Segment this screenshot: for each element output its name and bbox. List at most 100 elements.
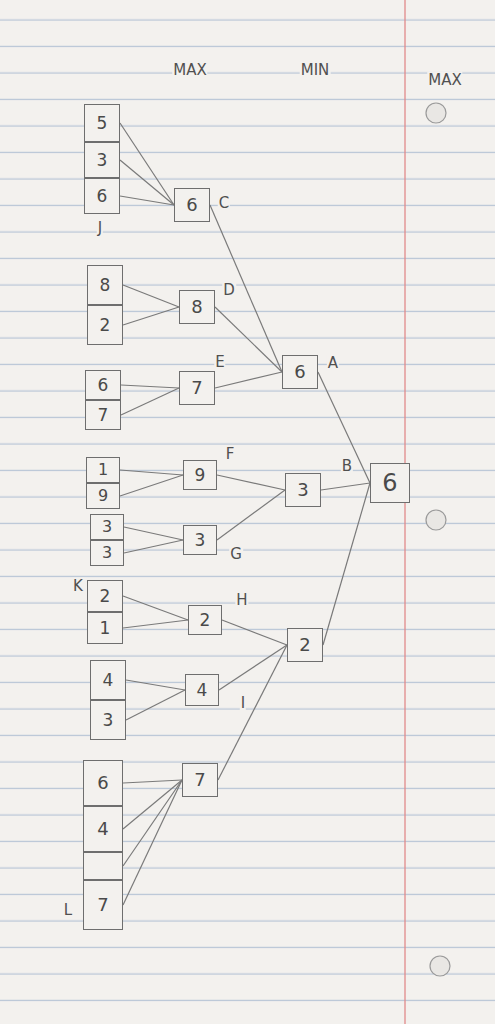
node-letter: L (63, 902, 73, 919)
node-value: 2 (299, 636, 310, 654)
node-letter: D (222, 282, 236, 299)
punch-hole (430, 956, 450, 976)
node-value: 7 (97, 896, 108, 914)
tree-edge (123, 780, 182, 905)
tree-node: 8 (179, 290, 215, 324)
node-value: 3 (102, 545, 112, 561)
level-label: MIN (300, 62, 331, 79)
node-value: 4 (97, 820, 108, 838)
node-value: 6 (382, 471, 397, 495)
leaf-cell: 7 (83, 880, 123, 930)
node-letter: E (214, 354, 225, 371)
leaf-cell: 1 (87, 612, 123, 644)
node-value: 6 (294, 363, 305, 381)
tree-edge (126, 680, 185, 690)
node-value: 1 (100, 620, 111, 637)
leaf-cell: 6 (84, 178, 120, 214)
leaf-cell: 4 (90, 660, 126, 700)
node-value: 6 (97, 774, 108, 792)
node-value: 5 (97, 115, 108, 132)
leaf-cell: 6 (83, 760, 123, 806)
tree-edge (120, 470, 183, 475)
node-value: 4 (103, 672, 114, 689)
node-value: 6 (186, 196, 197, 214)
punch-hole (426, 510, 446, 530)
node-value: 4 (197, 682, 208, 699)
tree-node: 3 (285, 473, 321, 507)
tree-node: 7 (182, 763, 218, 797)
node-letter: H (235, 592, 248, 609)
node-value: 3 (103, 712, 114, 729)
tree-node: 7 (179, 371, 215, 405)
node-value: 7 (194, 771, 205, 789)
node-value: 8 (100, 277, 111, 294)
tree-node: 6 (282, 355, 318, 389)
leaf-cell: 3 (90, 514, 124, 540)
node-value: 7 (98, 407, 109, 424)
punch-hole (426, 103, 446, 123)
node-letter: C (218, 195, 230, 212)
tree-edge (124, 540, 183, 553)
leaf-cell: 9 (86, 483, 120, 509)
tree-node: 4 (185, 674, 219, 706)
leaf-cell: 3 (84, 142, 120, 178)
tree-edge (222, 620, 287, 645)
node-value: 7 (191, 379, 202, 397)
leaf-cell: 3 (90, 700, 126, 740)
tree-edge (219, 645, 287, 690)
tree-node: 6 (174, 188, 210, 222)
leaf-cell: 2 (87, 580, 123, 612)
margin-line (404, 0, 405, 1024)
tree-edge (210, 205, 282, 372)
node-value: 8 (191, 298, 202, 316)
tree-edge (120, 123, 174, 205)
tree-edge (120, 196, 174, 205)
tree-edge (321, 483, 370, 490)
tree-edge (121, 385, 179, 388)
node-value: 3 (97, 152, 108, 169)
tree-edge (323, 483, 370, 645)
tree-edge (120, 475, 183, 496)
node-value: 6 (97, 188, 108, 205)
node-value: 2 (100, 588, 111, 605)
node-letter: I (240, 695, 246, 712)
tree-node: 3 (183, 525, 217, 555)
tree-node: 9 (183, 460, 217, 490)
tree-edge (215, 307, 282, 372)
leaf-cell (83, 852, 123, 880)
node-value: 3 (297, 481, 308, 499)
tree-edge (217, 490, 285, 540)
leaf-cell: 4 (83, 806, 123, 852)
tree-edge (123, 780, 182, 866)
tree-edge (123, 620, 188, 628)
node-letter: A (327, 355, 339, 372)
tree-edge (121, 388, 179, 415)
level-label: MAX (172, 62, 207, 79)
tree-node: 2 (188, 605, 222, 635)
tree-edge (215, 372, 282, 388)
tree-edge (123, 596, 188, 620)
node-value: 2 (200, 612, 211, 629)
leaf-cell: 2 (87, 305, 123, 345)
tree-edge (124, 527, 183, 540)
node-value: 6 (98, 377, 109, 394)
leaf-cell: 3 (90, 540, 124, 566)
leaf-cell: 1 (86, 457, 120, 483)
leaf-cell: 8 (87, 265, 123, 305)
node-letter: G (229, 546, 243, 563)
node-letter: B (341, 458, 353, 475)
node-value: 3 (102, 519, 112, 535)
tree-edge (318, 372, 370, 483)
node-letter: K (72, 578, 84, 595)
tree-node: 2 (287, 628, 323, 662)
tree-edge (217, 475, 285, 490)
root-node: 6 (370, 463, 410, 503)
tree-edge (218, 645, 287, 780)
node-value: 2 (100, 317, 111, 334)
level-label: MAX (427, 72, 462, 89)
node-letter: F (225, 446, 236, 463)
leaf-cell: 5 (84, 104, 120, 142)
